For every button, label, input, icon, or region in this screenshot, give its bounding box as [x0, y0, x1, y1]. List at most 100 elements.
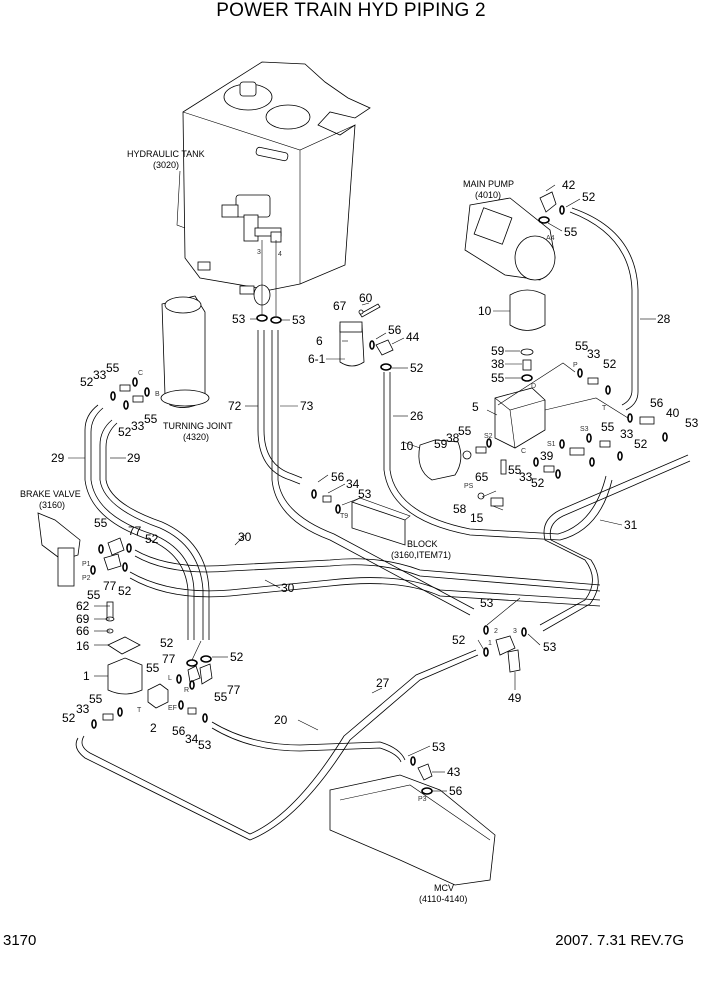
tee-port-1-label: 1	[488, 640, 492, 647]
oring-52j[interactable]	[186, 659, 198, 667]
elbow-43[interactable]	[417, 763, 433, 781]
oring-52i[interactable]	[122, 562, 128, 572]
oring-55[interactable]	[538, 216, 550, 224]
callout-55: 55	[144, 412, 158, 426]
oring-52d[interactable]	[617, 451, 623, 461]
oring-52a[interactable]	[380, 363, 392, 371]
hose-31[interactable]	[539, 454, 691, 632]
oring-56c[interactable]	[311, 489, 317, 499]
accumulator-10-top[interactable]	[509, 289, 546, 331]
callout-55: 55	[508, 463, 522, 477]
oring-53e[interactable]	[202, 713, 208, 723]
washer-58[interactable]	[477, 492, 485, 500]
hose-72[interactable]	[257, 330, 303, 485]
washer-67[interactable]	[358, 309, 364, 315]
turning-joint-label: TURNING JOINT	[163, 421, 233, 431]
oring-52c[interactable]	[605, 385, 611, 395]
fitting-34b[interactable]	[187, 707, 197, 715]
oring-55f[interactable]	[559, 439, 565, 449]
callout-55: 55	[601, 420, 615, 434]
fitting-33d[interactable]	[119, 384, 131, 392]
junction-block[interactable]	[351, 497, 411, 546]
oring-55e[interactable]	[486, 438, 492, 448]
washer-59[interactable]	[520, 348, 534, 356]
oring-56d[interactable]	[178, 700, 184, 710]
oring-52-c[interactable]	[555, 469, 561, 479]
brake-actuator-1[interactable]	[107, 657, 143, 695]
fitting-38[interactable]	[522, 359, 532, 371]
main-pump-label: MAIN PUMP	[463, 179, 514, 189]
elbow-44[interactable]	[375, 339, 394, 356]
oring-55-c[interactable]	[533, 457, 539, 467]
turning-joint[interactable]	[160, 295, 210, 408]
fitting-33a[interactable]	[587, 377, 599, 385]
tee-49[interactable]	[495, 635, 521, 673]
oring-55c[interactable]	[577, 368, 583, 378]
oring-56a[interactable]	[369, 340, 375, 350]
bv-port-p2-label: P2	[82, 575, 91, 582]
oring-53c[interactable]	[662, 432, 668, 442]
oring-52[interactable]	[559, 205, 565, 215]
oring-53b[interactable]	[270, 316, 282, 324]
hose-73[interactable]	[271, 330, 475, 616]
fitting-39[interactable]	[569, 447, 585, 456]
fitting-33c[interactable]	[543, 465, 555, 473]
washer-59b[interactable]	[462, 450, 472, 460]
oring-55d[interactable]	[586, 433, 592, 443]
oring-52e[interactable]	[589, 457, 595, 467]
hydraulic-tank[interactable]	[182, 61, 371, 316]
oring-55k[interactable]	[176, 674, 182, 684]
accumulator-10-side[interactable]	[418, 439, 462, 481]
elbow-77c[interactable]	[187, 665, 201, 683]
block-valve-5[interactable]	[494, 387, 546, 449]
fitting-65[interactable]	[500, 459, 507, 475]
oring-55l[interactable]	[189, 680, 195, 690]
brake-valve[interactable]	[37, 512, 81, 587]
flange-16[interactable]	[107, 636, 141, 655]
hose-27[interactable]	[75, 649, 479, 841]
fitting-40[interactable]	[639, 416, 655, 425]
oring-52f[interactable]	[110, 391, 116, 401]
oring-53f[interactable]	[483, 625, 489, 635]
elbow-42[interactable]	[539, 191, 557, 213]
oring-52h[interactable]	[126, 543, 132, 553]
hose-26[interactable]	[383, 372, 613, 541]
elbow-77d[interactable]	[199, 663, 213, 685]
oring-53a[interactable]	[256, 314, 268, 322]
sensor-15[interactable]	[490, 497, 504, 507]
hose-30-pair[interactable]	[129, 549, 601, 607]
fitting-33b[interactable]	[599, 440, 611, 448]
oring-52m[interactable]	[483, 647, 489, 657]
oring-55m[interactable]	[117, 707, 123, 717]
oring-53d[interactable]	[335, 504, 341, 514]
oring-55b[interactable]	[521, 374, 533, 382]
bolt-60[interactable]	[359, 303, 381, 318]
oring-52l[interactable]	[91, 719, 97, 729]
oring-53g[interactable]	[521, 627, 527, 637]
callout-33: 33	[76, 702, 90, 716]
callout-53: 53	[358, 487, 372, 501]
oring-55j[interactable]	[90, 565, 96, 575]
fitting-33f[interactable]	[102, 713, 114, 721]
fitting-34a[interactable]	[322, 495, 332, 503]
fitting-33e[interactable]	[132, 395, 144, 403]
oring-52g[interactable]	[123, 400, 129, 410]
oring-52k[interactable]	[200, 655, 212, 663]
oring-55g[interactable]	[132, 377, 138, 387]
callout-29: 29	[127, 451, 141, 465]
elbow-77a[interactable]	[107, 537, 125, 556]
filter-6[interactable]	[339, 321, 365, 367]
hose-20[interactable]	[211, 721, 406, 763]
fitting-38b[interactable]	[475, 446, 487, 454]
oring-55i[interactable]	[98, 544, 104, 554]
oring-55h[interactable]	[144, 387, 150, 397]
callout-6-1: 6-1	[308, 352, 326, 366]
oring-56b[interactable]	[627, 413, 633, 423]
valve-2[interactable]	[147, 683, 169, 709]
main-pump[interactable]	[464, 197, 556, 281]
callout-53: 53	[480, 596, 494, 610]
oring-53h[interactable]	[410, 756, 416, 766]
mcv[interactable]	[329, 774, 496, 886]
hose-28[interactable]	[569, 207, 639, 411]
elbow-77b[interactable]	[103, 553, 122, 571]
